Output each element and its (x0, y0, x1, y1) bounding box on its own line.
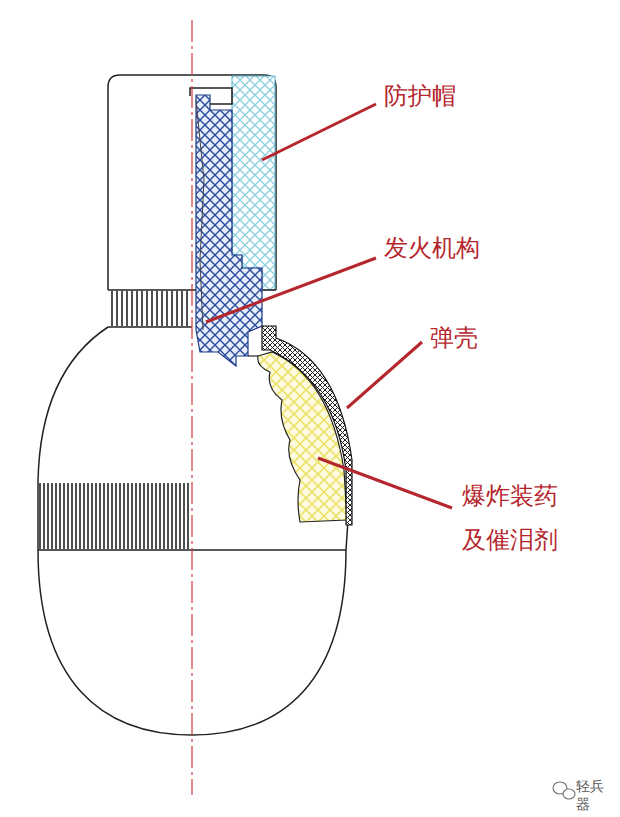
part-label: 发火机构 (384, 226, 524, 270)
knurl-stripe (127, 483, 129, 549)
part-label: 防护帽 (384, 74, 494, 118)
knurl-stripe (71, 483, 73, 549)
knurl-stripe (151, 483, 153, 549)
part-label: 弹壳 (430, 316, 510, 360)
watermark: 轻兵器 (576, 777, 616, 813)
part-label-box: 弹壳 (430, 316, 510, 360)
knurl-stripe (47, 483, 49, 549)
knurl-stripe (139, 483, 141, 549)
knurl-stripe (179, 483, 181, 549)
knurl-stripe (175, 483, 177, 549)
knurl-stripe (87, 483, 89, 549)
knurl-stripe (171, 483, 173, 549)
knurl-stripe (147, 483, 149, 549)
knurl-stripe (75, 483, 77, 549)
knurl-stripe (55, 483, 57, 549)
knurl-stripe (187, 483, 189, 549)
knurl-stripe (135, 483, 137, 549)
knurl-stripe (107, 483, 109, 549)
knurl-stripe (99, 483, 101, 549)
part-label-box: 发火机构 (384, 226, 524, 270)
part-label-box: 防护帽 (384, 74, 494, 118)
knurl-stripe (111, 483, 113, 549)
knurl-stripe (119, 483, 121, 549)
knurl-stripe (83, 483, 85, 549)
knurl-stripe (143, 483, 145, 549)
knurl-stripe (115, 483, 117, 549)
knurl-stripe (63, 483, 65, 549)
knurl-stripe (95, 483, 97, 549)
part-label: 爆炸装药 及催泪剂 (462, 474, 572, 562)
knurl-stripe (163, 483, 165, 549)
part-label-box: 爆炸装药 及催泪剂 (462, 474, 572, 562)
knurl-stripe (159, 483, 161, 549)
knurl-stripe (59, 483, 61, 549)
knurl-stripe (39, 483, 41, 549)
knurl-stripe (155, 483, 157, 549)
knurl-stripe (67, 483, 69, 549)
knurl-stripe (123, 483, 125, 549)
knurl-stripe (91, 483, 93, 549)
knurl-stripe (167, 483, 169, 549)
knurl-stripe (183, 483, 185, 549)
knurl-stripe (131, 483, 133, 549)
watermark-box: 轻兵器 (576, 777, 616, 813)
knurl-stripe (79, 483, 81, 549)
knurl-stripe (103, 483, 105, 549)
knurl-stripe (43, 483, 45, 549)
knurl-stripe (51, 483, 53, 549)
